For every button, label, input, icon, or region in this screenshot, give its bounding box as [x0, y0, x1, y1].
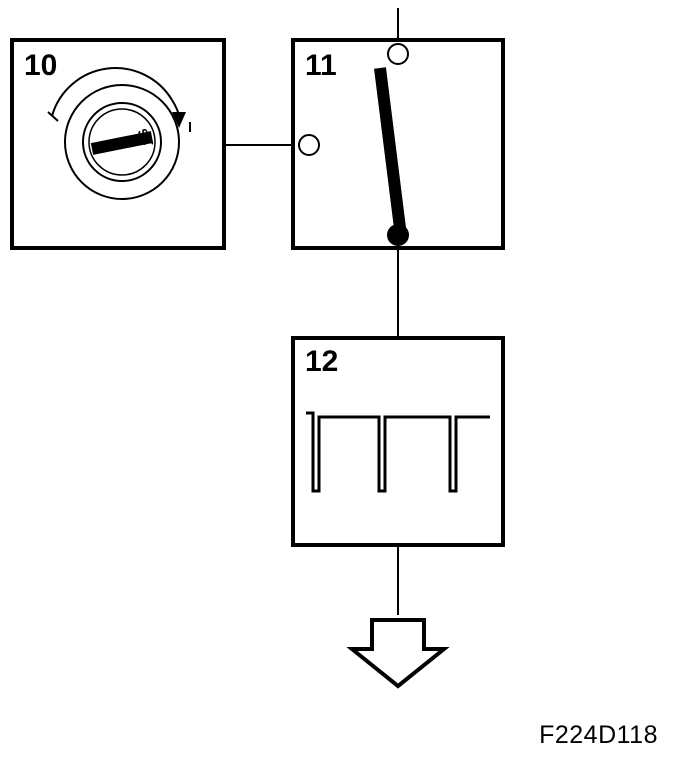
figure-code: F224D118	[539, 721, 658, 749]
down-arrow-icon	[346, 618, 450, 689]
block-10-label: 10	[24, 49, 58, 82]
square-wave-signal-icon	[306, 411, 490, 493]
block-12-frame	[291, 336, 505, 547]
block-10-ignition-switch	[10, 38, 226, 250]
block-11-label: 11	[305, 49, 337, 82]
block-12-label: 12	[305, 345, 339, 378]
block-12-signal	[291, 336, 505, 547]
block-11-relay	[291, 38, 505, 250]
open-switch-contact-icon	[298, 43, 409, 246]
ignition-key-icon	[47, 67, 191, 200]
